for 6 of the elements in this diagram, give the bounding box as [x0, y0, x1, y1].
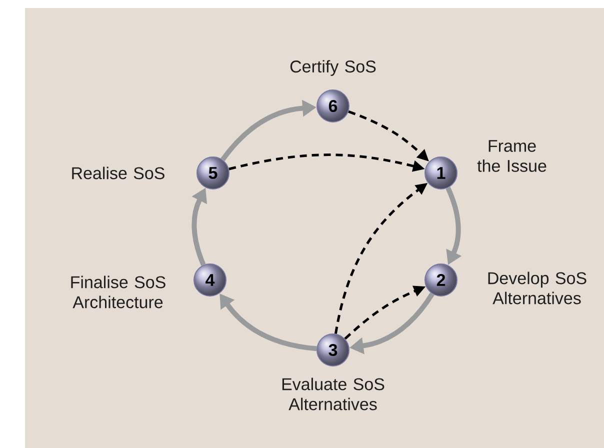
step-label: Finalise SoS Architecture [71, 276, 166, 308]
step-label: Develop SoS Alternatives [488, 272, 586, 304]
step-label: Frame the Issue [477, 140, 546, 172]
step-label: Certify SoS [290, 60, 376, 76]
step-label: Realise SoS [72, 166, 164, 180]
step-label: Evaluate SoS Alternatives [282, 378, 384, 410]
